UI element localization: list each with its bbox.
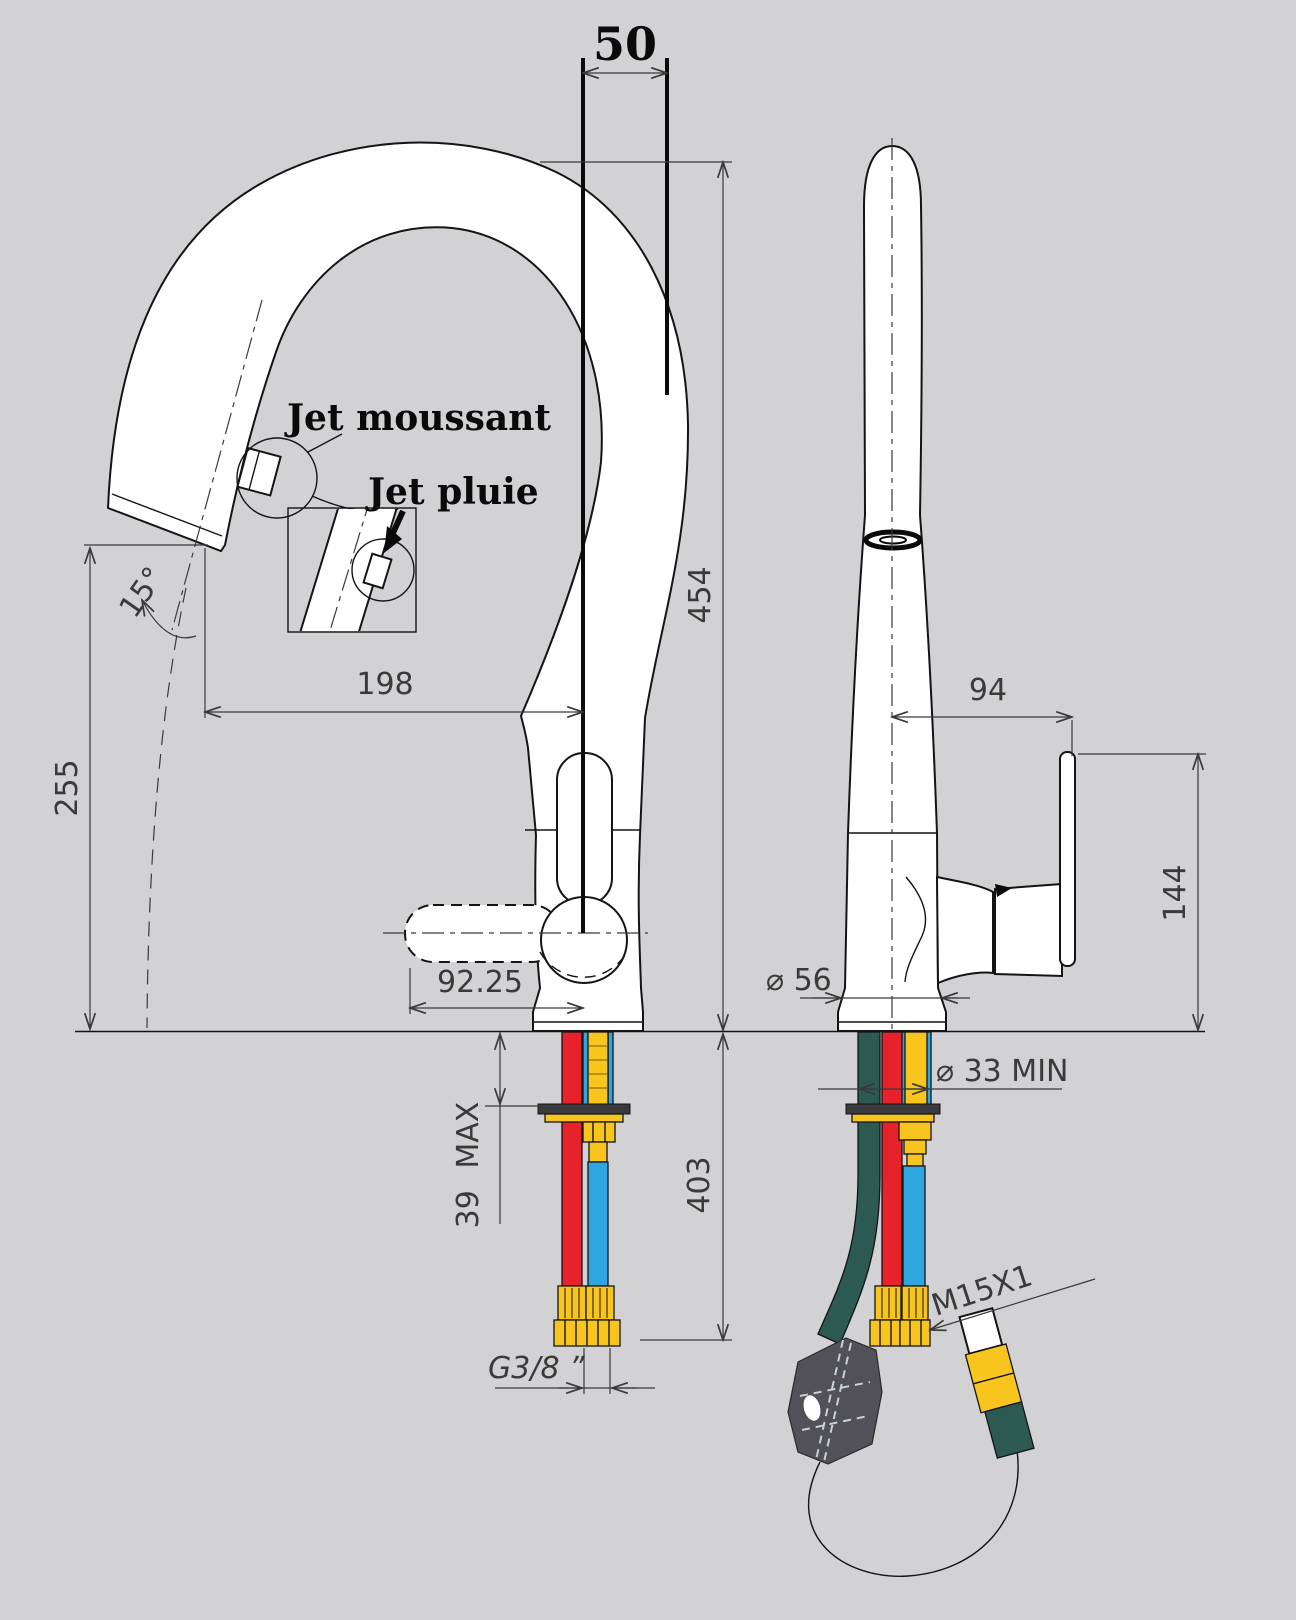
dim-hole-diameter: ⌀ 33 MIN bbox=[818, 1054, 1068, 1089]
weight-highlight bbox=[803, 1395, 821, 1421]
side-rod-mid bbox=[903, 1139, 927, 1155]
front-rod-tip bbox=[588, 1141, 608, 1163]
side-view bbox=[837, 138, 1076, 1118]
dim-base-diameter-text: ⌀ 56 bbox=[766, 963, 832, 998]
spray-button-split bbox=[248, 450, 261, 490]
side-connector-ribs bbox=[881, 1288, 924, 1318]
side-threaded-rod bbox=[904, 1031, 928, 1107]
side-handle-lever bbox=[994, 882, 1063, 978]
front-plate-gasket bbox=[544, 1113, 624, 1123]
front-threaded-rod bbox=[587, 1031, 609, 1107]
spray-end-fitting bbox=[958, 1307, 1035, 1459]
dim-base-diameter: ⌀ 56 bbox=[766, 963, 970, 998]
front-rod-threads bbox=[589, 1045, 607, 1089]
front-hose-connectors bbox=[553, 1285, 621, 1347]
dim-spout-reach-text: 198 bbox=[356, 667, 413, 702]
label-jet-pluie: Jet pluie bbox=[365, 471, 539, 513]
side-hot-hose bbox=[881, 1031, 903, 1287]
side-handle-grip bbox=[1059, 751, 1076, 967]
front-hoses bbox=[537, 1031, 631, 1347]
spray-fitting-split bbox=[973, 1372, 1014, 1385]
detail-centerline bbox=[323, 509, 373, 631]
side-cold-ribbed bbox=[901, 1285, 929, 1321]
jet-pluie-arrow-head bbox=[384, 526, 402, 553]
front-hot-hose bbox=[561, 1031, 583, 1287]
dim-handle-front-reach: 92.25 bbox=[410, 965, 583, 1014]
side-cold-hose bbox=[902, 1165, 926, 1287]
front-ball-phantom-arc bbox=[539, 949, 629, 978]
hose-weight bbox=[787, 1337, 883, 1465]
dim-handle-side-reach-text: 94 bbox=[969, 673, 1007, 708]
spray-hose-loop bbox=[807, 1449, 1019, 1577]
side-rod-tip bbox=[906, 1153, 924, 1167]
dim-spout-offset-text: 50 bbox=[593, 17, 657, 71]
side-handle-joint-wedge bbox=[995, 884, 1012, 897]
dim-handle-side-reach: 94 bbox=[892, 673, 1072, 756]
side-mounting-nut bbox=[898, 1121, 932, 1141]
weight-seams bbox=[799, 1339, 871, 1463]
front-aerator-band bbox=[111, 493, 223, 537]
dim-handle-front-reach-text: 92.25 bbox=[437, 965, 523, 1000]
side-handle-boss bbox=[935, 875, 994, 985]
side-mounting-plate bbox=[845, 1103, 941, 1115]
hot-g38-nut bbox=[553, 1319, 588, 1347]
front-cold-hose bbox=[587, 1161, 609, 1287]
side-hot-nut bbox=[869, 1319, 901, 1347]
dim-spout-clearance: 255 bbox=[50, 544, 208, 1029]
dim-spout-reach: 198 bbox=[205, 548, 583, 718]
front-mounting-plate bbox=[537, 1103, 631, 1115]
front-cold-sliver-right bbox=[607, 1031, 614, 1106]
detail-circle bbox=[351, 538, 415, 602]
dim-handle-height: 144 bbox=[1078, 754, 1206, 1030]
side-aerator-ring bbox=[863, 529, 923, 551]
front-cold-sliver-left bbox=[582, 1031, 589, 1106]
dim-spout-clearance-text: 255 bbox=[50, 759, 85, 816]
dim-spout-offset: 50 bbox=[581, 17, 669, 933]
side-hot-ribbed bbox=[874, 1285, 902, 1321]
dim-handle-height-text: 144 bbox=[1158, 864, 1193, 921]
dim-deck-max-text: 39 MAX bbox=[451, 1102, 486, 1229]
label-jet-moussant: Jet moussant bbox=[284, 397, 551, 439]
front-tip-axis-centerline bbox=[171, 299, 263, 631]
dim-supply-thread: G3/8 ” bbox=[488, 1348, 655, 1394]
dim-total-height-text: 454 bbox=[683, 566, 718, 623]
spray-button bbox=[236, 446, 282, 497]
side-aerator-inner bbox=[879, 535, 907, 545]
jet-pluie-arrow-shaft bbox=[389, 509, 406, 537]
dim-hole-diameter-text: ⌀ 33 MIN bbox=[936, 1054, 1068, 1089]
side-plate-gasket bbox=[851, 1113, 935, 1123]
cold-g38-nut bbox=[586, 1319, 621, 1347]
detail-box-content bbox=[297, 509, 415, 631]
side-body-scurve bbox=[904, 876, 927, 983]
front-spout-body bbox=[106, 141, 690, 1032]
dim-below-deck-text: 403 bbox=[682, 1156, 717, 1213]
side-cold-nut bbox=[899, 1319, 931, 1347]
dim-supply-thread-text: G3/8 ” bbox=[488, 1351, 585, 1386]
angle-arc bbox=[142, 600, 197, 639]
connector-ribs bbox=[564, 1288, 608, 1318]
dimensions: 50 454 403 198 255 92.25 bbox=[50, 17, 1206, 1394]
dim-deck-max: 39 MAX bbox=[451, 1032, 548, 1228]
dim-below-deck: 403 bbox=[640, 1034, 732, 1340]
jet-moussant-leader bbox=[307, 433, 343, 453]
detail-box bbox=[287, 507, 417, 633]
detail-spray-button bbox=[362, 552, 393, 590]
side-hoses bbox=[787, 1031, 1035, 1577]
magnifier-circle bbox=[236, 437, 318, 519]
spray-hose-end bbox=[984, 1401, 1035, 1459]
front-mounting-nut bbox=[582, 1121, 616, 1143]
dim-total-height: 454 bbox=[540, 162, 732, 1030]
